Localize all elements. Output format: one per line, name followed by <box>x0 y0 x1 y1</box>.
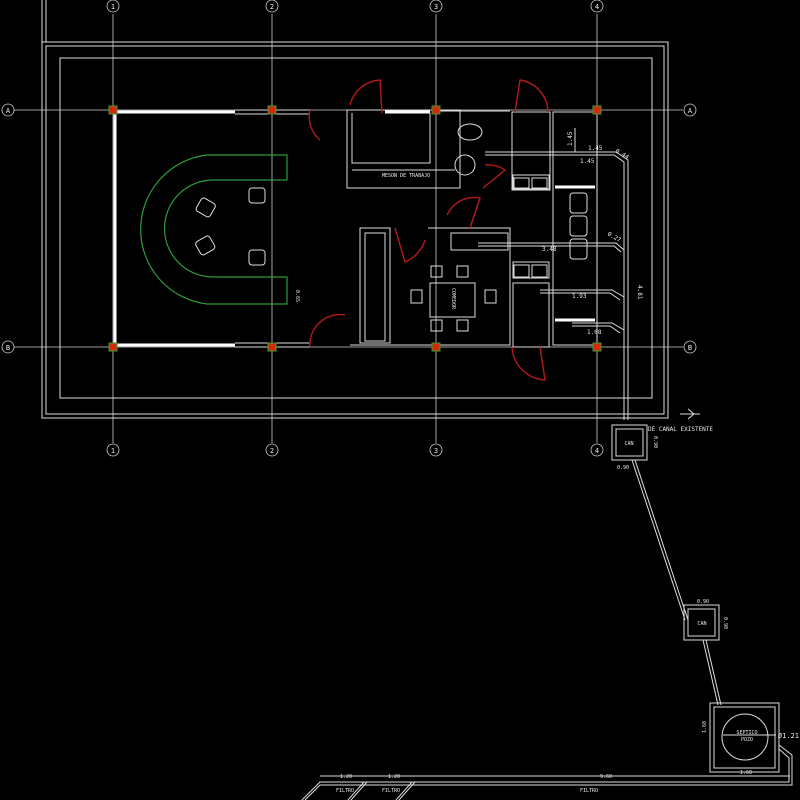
outlet-label: DE CANAL EXISTENTE <box>648 426 713 433</box>
axis-a-right: A <box>688 107 693 115</box>
box1-label: CAN <box>624 441 633 447</box>
dining-table <box>429 282 476 318</box>
inspection-box-1: CAN 0.90 0.90 <box>611 424 658 471</box>
axis-1-bottom: 1 <box>111 447 115 455</box>
structural-columns <box>108 105 602 352</box>
reception-counter <box>140 154 288 305</box>
filter-2-length: 1.20 <box>388 774 400 780</box>
filter-1-length: 1.20 <box>340 774 352 780</box>
site-boundary <box>41 0 669 419</box>
axis-4-bottom: 4 <box>595 447 599 455</box>
axis-3-top: 3 <box>434 3 438 11</box>
doors <box>308 79 549 381</box>
grid-lines <box>14 14 683 443</box>
dim-wc-h2: 1.45 <box>580 158 595 165</box>
axis-b-left: B <box>6 344 10 352</box>
box2-height: 0.90 <box>722 617 728 629</box>
outlet-arrow-icon <box>680 408 700 420</box>
filter-3-length: 9.60 <box>600 774 612 780</box>
dining-chairs <box>410 265 497 332</box>
dining-label: COMEDOR <box>450 288 456 310</box>
septic-tank: SEPTICO POZO Ø1.21 1.60 1.60 <box>702 702 799 776</box>
septic-width: 1.60 <box>740 770 752 776</box>
box2-label: CAN <box>697 621 706 627</box>
sanitary-fixtures <box>454 123 588 278</box>
box1-width: 0.90 <box>617 465 629 471</box>
drain-pipes <box>478 128 629 420</box>
dim-348: 3.48 <box>542 246 557 253</box>
dim-diag1: 0.44 <box>614 148 630 161</box>
filter-1-label: FILTRO <box>336 788 354 794</box>
septic-diameter: Ø1.21 <box>778 732 799 740</box>
chairs <box>195 187 266 266</box>
septic-label-1: SEPTICO <box>736 730 757 736</box>
filter-3-label: FILTRO <box>580 788 598 794</box>
dim-108: 1.08 <box>587 329 602 336</box>
septic-height: 1.60 <box>702 721 708 733</box>
axis-3-bottom: 3 <box>434 447 438 455</box>
dim-diag2: 0.27 <box>606 231 622 244</box>
filter-lines: 1.20 1.20 9.60 FILTRO FILTRO FILTRO <box>320 774 790 800</box>
filter-2-label: FILTRO <box>382 788 400 794</box>
axis-2-top: 2 <box>270 3 274 11</box>
box1-height: 0.90 <box>652 436 658 448</box>
axis-a-left: A <box>6 107 11 115</box>
box2-width: 0.90 <box>697 599 709 605</box>
axis-b-right: B <box>688 344 692 352</box>
dim-193: 1.93 <box>572 293 587 300</box>
walls <box>113 109 598 348</box>
axis-4-top: 4 <box>595 3 599 11</box>
kitchen-sink <box>450 232 509 251</box>
inspection-box-2: CAN 0.90 0.90 <box>683 599 728 641</box>
grid-bubbles: 1 2 3 4 1 2 3 4 A A B B <box>1 0 697 457</box>
dim-vertical: 4.81 <box>636 285 643 300</box>
septic-label-2: POZO <box>741 737 753 743</box>
axis-1-top: 1 <box>111 3 115 11</box>
dim-wc-h1: 1.45 <box>588 145 603 152</box>
counter-dimension: 0.65 <box>294 290 300 302</box>
dim-wc-v: 1.45 <box>567 131 574 146</box>
work-counter-label: MESON DE TRABAJO <box>382 173 430 179</box>
axis-2-bottom: 2 <box>270 447 274 455</box>
